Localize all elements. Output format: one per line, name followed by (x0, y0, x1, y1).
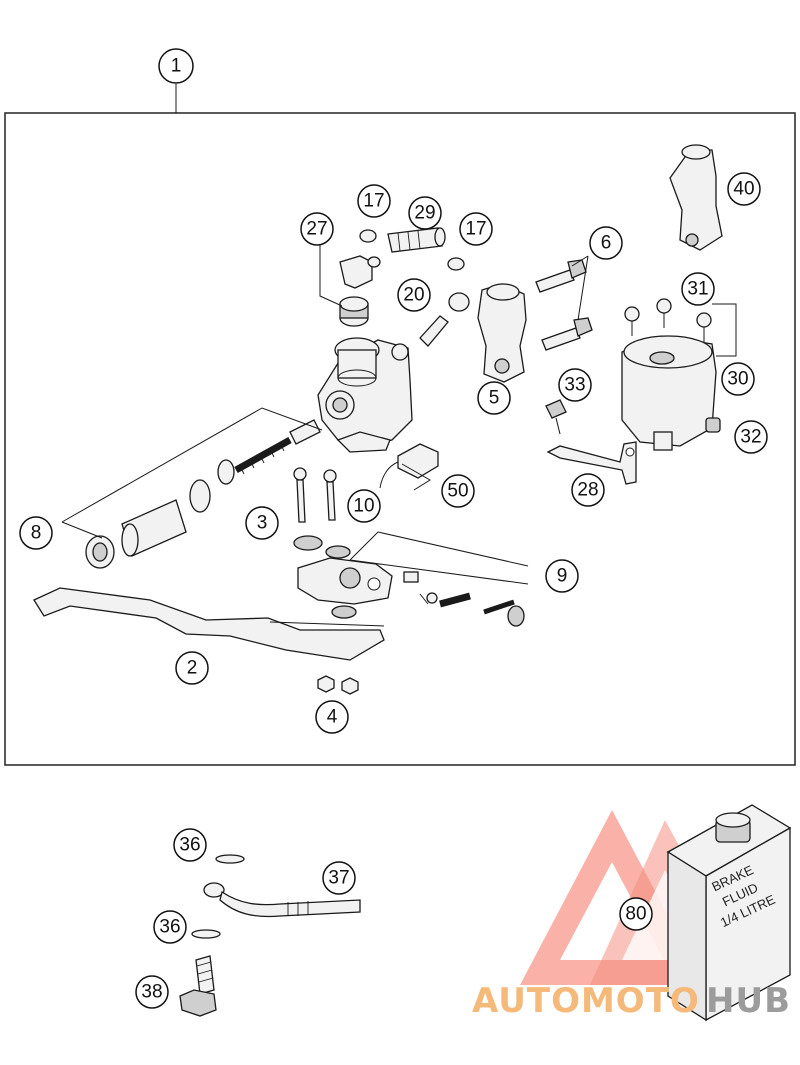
callout-50: 50 (441, 474, 475, 508)
washer-lower (331, 605, 357, 619)
piston-assembly-part-8 (85, 419, 321, 569)
svg-text:31: 31 (687, 279, 708, 300)
bolts-part-6 (535, 259, 593, 351)
hose-fitting-part-27 (339, 255, 381, 327)
svg-text:5: 5 (489, 388, 500, 409)
svg-text:29: 29 (414, 203, 435, 224)
svg-text:HUB: HUB (706, 981, 791, 1021)
svg-text:32: 32 (740, 427, 761, 448)
svg-text:3: 3 (257, 513, 268, 534)
callout-28: 28 (571, 473, 605, 507)
callout-36b: 36 (153, 910, 187, 944)
svg-text:4: 4 (327, 707, 338, 728)
washer-part-3 (293, 535, 323, 551)
handlebar-clamp-part-5 (477, 283, 527, 383)
svg-text:28: 28 (577, 480, 598, 501)
callout-29: 29 (408, 196, 442, 230)
callout-9: 9 (545, 559, 579, 593)
svg-text:2: 2 (187, 658, 198, 679)
svg-text:37: 37 (328, 868, 349, 889)
callout-80: 80 (619, 897, 653, 931)
assembly-frame (4, 112, 796, 766)
callout-4: 4 (315, 700, 349, 734)
callout-5: 5 (477, 381, 511, 415)
banjo-bolt-part-38 (179, 955, 217, 1017)
lever-pivot-block (297, 557, 393, 605)
callout-27: 27 (300, 212, 334, 246)
svg-text:9: 9 (557, 566, 568, 587)
clamp-part-17a (359, 229, 377, 243)
svg-text:17: 17 (363, 191, 384, 212)
svg-text:50: 50 (447, 481, 468, 502)
pivot-bolts-part-3 (293, 467, 337, 523)
callout-2: 2 (175, 651, 209, 685)
callout-37: 37 (322, 861, 356, 895)
svg-text:36: 36 (159, 917, 180, 938)
callout-30: 30 (721, 362, 755, 396)
svg-text:20: 20 (403, 285, 424, 306)
callout-40: 40 (727, 172, 761, 206)
bleeder-part-20 (419, 292, 470, 347)
svg-text:40: 40 (733, 179, 754, 200)
nuts-part-4 (317, 675, 359, 695)
bolt-part-33 (545, 399, 567, 435)
brake-lever-part-2 (33, 587, 385, 661)
svg-text:8: 8 (31, 523, 42, 544)
svg-text:36: 36 (179, 835, 200, 856)
callout-17b: 17 (459, 212, 493, 246)
svg-text:38: 38 (141, 982, 162, 1003)
callout-6: 6 (589, 226, 623, 260)
svg-text:27: 27 (306, 219, 327, 240)
adjuster-part-9 (403, 571, 525, 627)
svg-text:33: 33 (564, 375, 585, 396)
reservoir-part-30 (621, 335, 717, 451)
svg-text:17: 17 (465, 219, 486, 240)
callout-10: 10 (347, 489, 381, 523)
callout-38: 38 (135, 975, 169, 1009)
callout-1: 1 (158, 48, 194, 84)
fluid-can-label: BRAKE FLUID 1/4 LITRE (709, 862, 777, 930)
svg-text:30: 30 (727, 369, 748, 390)
svg-text:6: 6 (601, 233, 612, 254)
svg-text:10: 10 (353, 496, 374, 517)
callout-20: 20 (397, 278, 431, 312)
master-cylinder-body (317, 337, 413, 453)
watermark-text: AUTOMOTO HUB (472, 981, 791, 1021)
svg-text:80: 80 (625, 904, 646, 925)
callout-31: 31 (681, 272, 715, 306)
washer-part-10 (325, 545, 351, 559)
svg-text:AUTOMOTO: AUTOMOTO (472, 981, 700, 1021)
callout-17a: 17 (357, 184, 391, 218)
handlebar-clamp-part-40 (669, 144, 723, 251)
brake-hose-part-37 (203, 882, 361, 918)
callout-33: 33 (558, 368, 592, 402)
callout-3: 3 (245, 506, 279, 540)
svg-text:1: 1 (171, 56, 182, 77)
clamp-part-17b (447, 257, 465, 271)
washer-part-36a (215, 854, 245, 864)
callout-8: 8 (19, 516, 53, 550)
callout-36a: 36 (173, 828, 207, 862)
callout-32: 32 (734, 420, 768, 454)
screw-part-32 (705, 417, 721, 433)
brake-fluid-can (666, 804, 792, 1022)
switch-part-50 (379, 443, 439, 489)
screws-part-31 (624, 298, 712, 342)
hose-part-29 (387, 227, 446, 253)
washer-part-36b (191, 929, 221, 939)
bracket-part-28 (546, 441, 637, 485)
